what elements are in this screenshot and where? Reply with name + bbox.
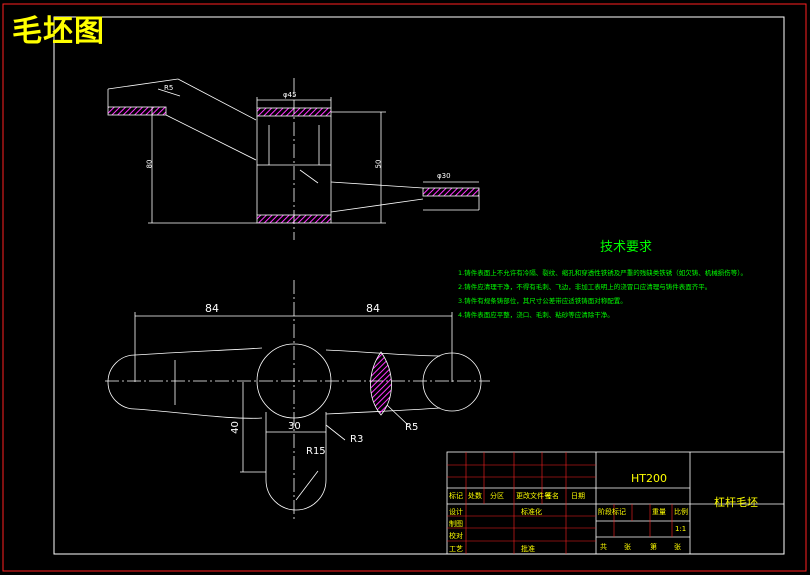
inner-frame (53, 16, 785, 555)
material-label: HT200 (631, 472, 667, 485)
dim-height-left: 80 (145, 159, 154, 169)
front-view (105, 280, 490, 520)
tech-requirements-list: 1.铸件表面上不允许有冷隔、裂纹、缩孔和穿透性铁锈及严重的残缺类铁锈（如欠铸、机… (458, 266, 747, 322)
dim-r5-top: R5 (164, 84, 174, 92)
tb-hdr-docno: 更改文件号 (516, 492, 551, 500)
outer-frame (2, 3, 807, 572)
scale-value: 1:1 (675, 525, 687, 533)
tb-hdr-count: 处数 (468, 492, 482, 500)
dim-dia30: φ30 (437, 172, 451, 180)
title-block-red-grid (447, 452, 673, 554)
dim-r5-front: R5 (405, 422, 419, 433)
title-block-grid (446, 451, 785, 555)
tech-requirement-item: 4.铸件表面应平整，浇口、毛刺、粘砂等应清除干净。 (458, 311, 614, 319)
tb-hdr-date: 日期 (571, 492, 585, 500)
tech-requirement-item: 3.铸件有规条铸部位，其尺寸公差带应适铁铸面对称配置。 (458, 297, 627, 305)
dim-r3: R3 (350, 434, 364, 445)
tb-sheet-unit: 张 (624, 543, 631, 551)
tb-weight: 重量 (652, 508, 666, 516)
tb-hdr-mark: 标记 (449, 492, 463, 500)
dim-height-right: 50 (374, 159, 383, 169)
tb-hdr-zone: 分区 (490, 492, 504, 500)
tb-row-process: 工艺 (449, 545, 463, 553)
drawing-title: 毛坯图 (12, 14, 105, 49)
tb-sheet-unit2: 张 (674, 543, 681, 551)
tb-sheet-total: 共 (600, 543, 607, 551)
tb-hdr-sign: 签名 (545, 492, 559, 500)
dim-r15: R15 (306, 446, 326, 457)
part-name: 杠杆毛坯 (714, 496, 758, 509)
tb-row-design: 设计 (449, 508, 463, 516)
dim-84-right: 84 (366, 302, 380, 315)
tb-row-check: 校对 (449, 532, 463, 540)
dim-dia45: φ45 (283, 91, 297, 99)
tech-requirement-item: 1.铸件表面上不允许有冷隔、裂纹、缩孔和穿透性铁锈及严重的残缺类铁锈（如欠铸、机… (458, 269, 747, 277)
tb-row-draw: 制图 (449, 520, 463, 528)
tb-std: 标准化 (521, 508, 542, 516)
tb-approve: 批准 (521, 545, 535, 553)
tb-sheet-no: 第 (650, 543, 657, 551)
tech-requirement-item: 2.铸件应清理干净，不得有毛刺、飞边，非加工表明上的浇冒口应清理与铸件表面齐平。 (458, 283, 712, 291)
tb-stage-mark: 阶段标记 (598, 508, 626, 516)
top-view (107, 78, 480, 240)
tech-requirements-heading: 技术要求 (600, 240, 653, 255)
tb-scale-label: 比例 (674, 508, 688, 516)
dim-30: 30 (288, 421, 301, 432)
dim-40: 40 (229, 421, 241, 434)
dim-84-left: 84 (205, 302, 219, 315)
